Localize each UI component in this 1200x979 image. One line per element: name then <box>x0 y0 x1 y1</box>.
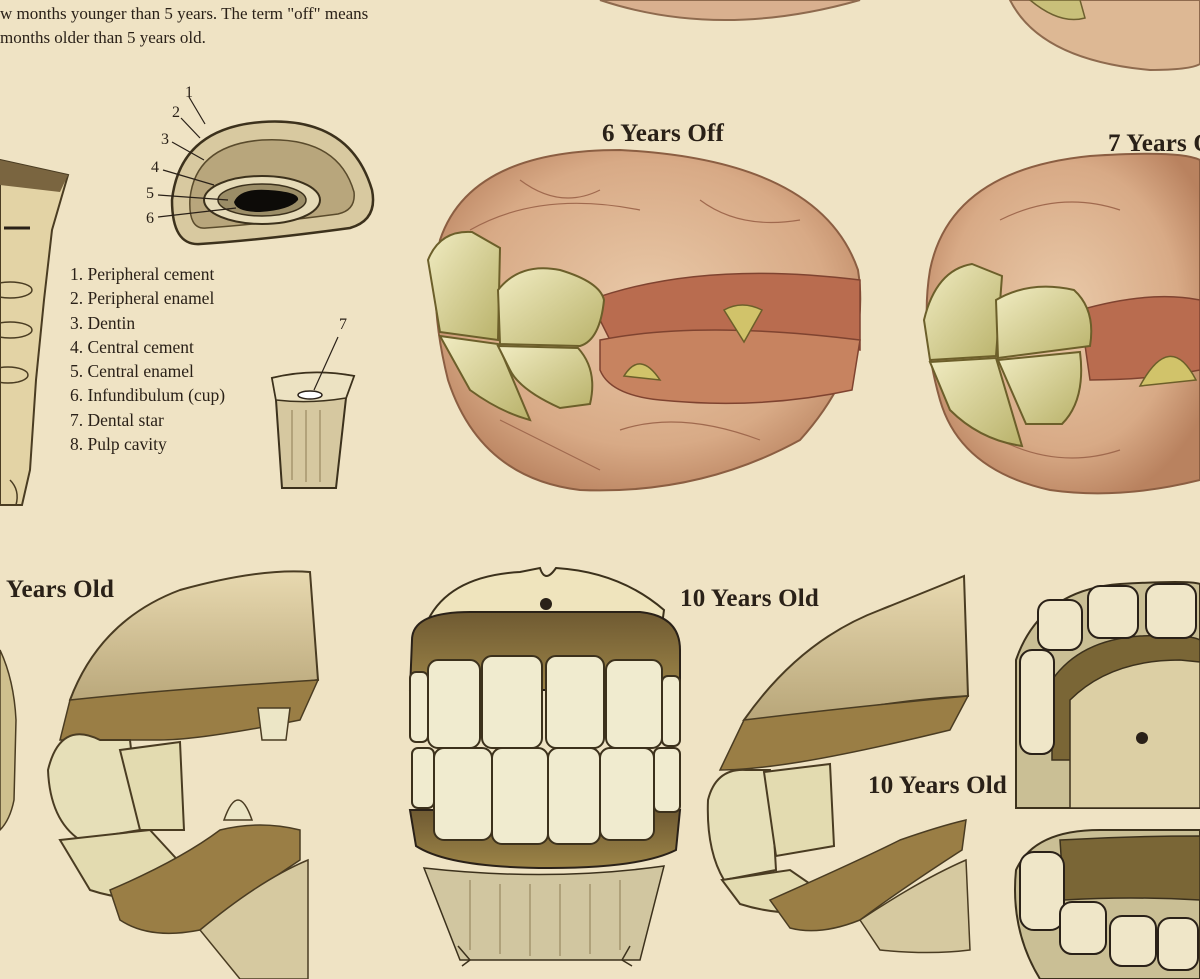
intro-line-1: w months younger than 5 years. The term … <box>0 4 369 23</box>
callout-4: 4 <box>151 159 159 176</box>
incisor-longitudinal-illustration <box>0 158 70 506</box>
legend-item: 2. Peripheral enamel <box>70 288 215 309</box>
legend-item: 3. Dentin <box>70 312 136 333</box>
callout-6: 6 <box>146 210 154 227</box>
legend-item: 6. Infundibulum (cup) <box>70 385 226 406</box>
tooth-anatomy-legend: 1. Peripheral cement 2. Peripheral ename… <box>70 262 225 456</box>
years-old-side-jaw-illustration <box>0 570 320 979</box>
heading-years-old: Years Old <box>6 576 115 603</box>
heading-seven-years: 7 Years O <box>1108 130 1200 157</box>
intro-text: w months younger than 5 years. The term … <box>0 2 368 50</box>
intro-line-2: months older than 5 years old. <box>0 28 206 47</box>
tooth-cross-section-illustration <box>157 96 375 246</box>
callout-5: 5 <box>146 185 154 202</box>
partial-muzzle-top-center <box>599 0 861 21</box>
heading-six-years-off: 6 Years Off <box>602 120 725 147</box>
callout-3: 3 <box>161 131 169 148</box>
six-years-off-muzzle-illustration <box>426 148 862 492</box>
seven-years-muzzle-illustration <box>922 152 1200 495</box>
callout-1: 1 <box>185 84 193 101</box>
partial-muzzle-top-right <box>1008 0 1200 72</box>
legend-item: 7. Dental star <box>70 409 164 430</box>
partial-tooth-top-right <box>1028 0 1086 21</box>
ten-years-old-occlusal-illustration <box>1014 581 1200 979</box>
legend-item: 1. Peripheral cement <box>70 264 215 284</box>
legend-item: 4. Central cement <box>70 336 194 357</box>
callout-2: 2 <box>172 104 180 121</box>
heading-ten-years-old-front: 10 Years Old <box>680 585 819 612</box>
callout-7: 7 <box>339 316 347 333</box>
legend-item: 8. Pulp cavity <box>70 434 167 455</box>
legend-item: 5. Central enamel <box>70 361 194 382</box>
ten-years-old-side-illustration <box>706 574 971 954</box>
dental-star-illustration <box>270 336 356 489</box>
heading-ten-years-old-side: 10 Years Old <box>868 772 1007 799</box>
ten-years-old-front-illustration <box>408 566 682 967</box>
